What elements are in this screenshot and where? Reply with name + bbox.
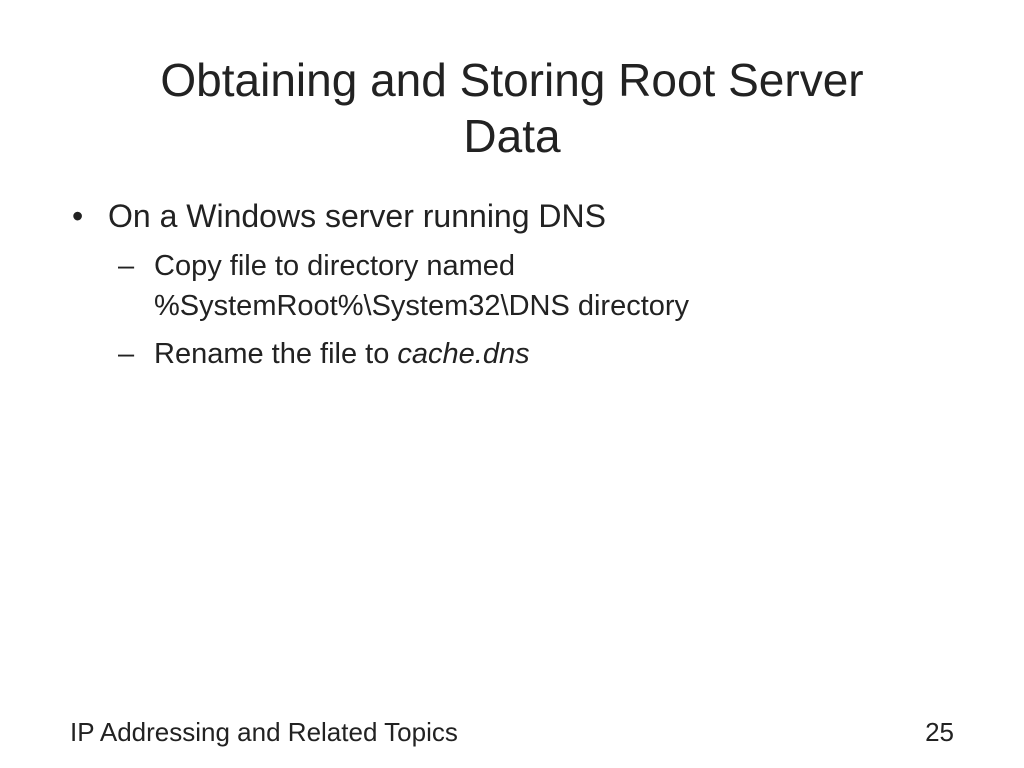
bullet-text: On a Windows server running DNS <box>108 198 606 234</box>
sub-bullet-text: Rename the file to cache.dns <box>154 334 530 374</box>
sub-bullet-text-plain: Rename the file to <box>154 338 398 370</box>
slide-title-line-2: Data <box>463 110 561 162</box>
sub-bullet-marker: – <box>118 338 135 370</box>
slide-title: Obtaining and Storing Root Server Data <box>60 52 964 164</box>
slide-title-line-1: Obtaining and Storing Root Server <box>160 54 864 106</box>
bullet-marker: • <box>72 198 84 234</box>
sub-bullet-text-line-1: Copy file to directory named <box>154 250 516 282</box>
sub-bullet-item: – Copy file to directory named %SystemRo… <box>118 246 952 326</box>
bullet-item: • On a Windows server running DNS <box>72 196 952 236</box>
slide-body: • On a Windows server running DNS – Copy… <box>72 196 952 374</box>
sub-bullet-text-emphasis: cache.dns <box>397 338 530 370</box>
sub-bullet-text: Copy file to directory named %SystemRoot… <box>154 246 689 326</box>
footer-title: IP Addressing and Related Topics <box>70 717 458 747</box>
sub-bullet-item: – Rename the file to cache.dns <box>118 334 952 374</box>
sub-bullet-text-line-2: %SystemRoot%\System32\DNS directory <box>154 290 690 322</box>
page-number: 25 <box>925 717 954 747</box>
sub-bullet-marker: – <box>118 250 135 282</box>
